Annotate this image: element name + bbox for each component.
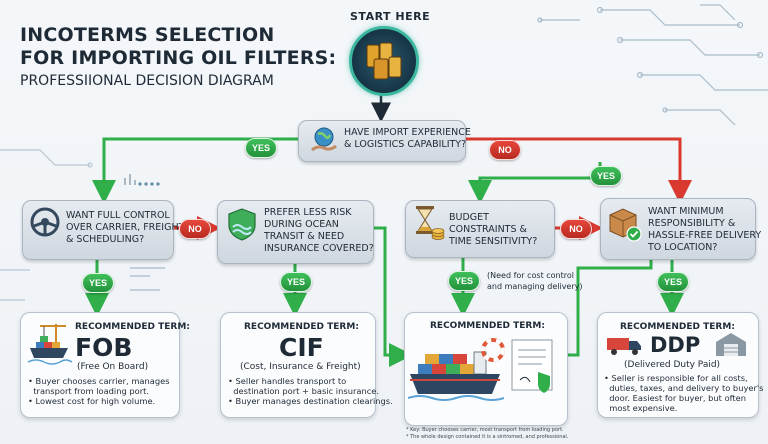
container-ship-crane-icon: [26, 320, 72, 368]
fob-term: FOB: [75, 333, 132, 362]
budget-note-line-2: and managing delivery): [487, 282, 583, 292]
cif-recommended-label: RECOMMENDED TERM:: [244, 322, 359, 332]
ddp-bullet-2: duties, taxes, and delivery to buyer's: [604, 383, 763, 393]
ddp-yes-pill: YES: [657, 272, 689, 292]
cif-bullet-2: destination port + basic insurance.: [228, 386, 379, 396]
ddp-term: DDP: [650, 333, 700, 357]
oil-filters-icon: [352, 29, 416, 93]
fob-bullet-2: transport from loading port.: [28, 386, 149, 396]
ddp-bullet-1: • Seller is responsible for all costs,: [604, 373, 748, 383]
delivery-truck-icon: [605, 334, 645, 356]
mini-chart-decoration: [125, 174, 135, 185]
budget-question-line-2: CONSTRAINTS &: [449, 224, 527, 236]
hourglass-coins-icon: [410, 204, 446, 244]
budget-no-pill: NO: [560, 219, 592, 239]
cif-question-line-1: PREFER LESS RISK: [264, 207, 351, 219]
key-note-1: * Key: Buyer chooses carrier, most trans…: [406, 427, 564, 433]
ddp-question-line-1: WANT MINIMUM: [648, 206, 724, 218]
dash-decoration: [130, 268, 165, 290]
cif-term-full: (Cost, Insurance & Freight): [240, 362, 361, 372]
fob-question-line-3: & SCHEDULING?: [66, 234, 144, 246]
center-recommended-label: RECOMMENDED TERM:: [430, 321, 545, 331]
title-line-3: PROFESSIIONAL DECISION DIAGRAM: [20, 73, 274, 89]
circuit-decoration-top-right: [538, 5, 768, 125]
globe-hand-icon: [308, 124, 340, 156]
fob-recommended-label: RECOMMENDED TERM:: [75, 322, 190, 332]
right-yes-pill: YES: [590, 166, 622, 186]
budget-yes-pill: YES: [448, 271, 480, 291]
cif-question-line-4: INSURANCE COVERED?: [264, 243, 374, 255]
ddp-question-line-2: RESPONSIBILITY &: [648, 218, 735, 230]
key-note-2: * The whole design contained it is a sin…: [406, 434, 568, 440]
fob-term-full: (Free On Board): [77, 362, 148, 372]
budget-question-line-3: TIME SENSITIVITY?: [449, 236, 537, 248]
start-node[interactable]: [349, 26, 419, 96]
ddp-question-line-4: TO LOCATION?: [648, 242, 717, 254]
fob-bullet-3: • Lowest cost for high volume.: [28, 396, 155, 406]
cif-bullet-3: • Buyer manages destination clearings.: [228, 396, 393, 406]
title-line-1: INCOTERMS SELECTION: [20, 24, 274, 46]
root-yes-pill: YES: [245, 138, 277, 158]
budget-question-line-1: BUDGET: [449, 212, 489, 224]
box-check-icon: [606, 205, 642, 243]
fob-question-line-1: WANT FULL CONTROL: [66, 210, 170, 222]
root-no-pill: NO: [489, 140, 521, 160]
title-line-2: FOR IMPORTING OIL FILTERS:: [20, 47, 336, 69]
cargo-ship-documents-icon: [408, 336, 564, 422]
ddp-bullet-3: door. Easiest for buyer, but often: [604, 393, 746, 403]
ddp-bullet-4: most expensive.: [604, 403, 677, 413]
warehouse-icon: [714, 330, 748, 358]
cif-question-line-3: TRANSIT & NEED: [264, 231, 344, 243]
fob-no-pill: NO: [179, 219, 211, 239]
root-question-line-1: HAVE IMPORT EXPERIENCE: [344, 127, 471, 139]
budget-note-line-1: (Need for cost control: [487, 271, 574, 281]
cif-bullet-1: • Seller handles transport to: [228, 376, 346, 386]
fob-bullet-1: • Buyer chooses carrier, manages: [28, 376, 170, 386]
start-here-label: START HERE: [350, 10, 430, 23]
cif-question-line-2: DURING OCEAN: [264, 219, 339, 231]
cif-term: CIF: [279, 333, 324, 362]
cif-yes-pill: YES: [280, 272, 312, 292]
fob-question-line-2: OVER CARRIER, FREIGHT,: [66, 222, 187, 234]
ddp-term-full: (Delivered Duty Paid): [624, 360, 720, 370]
dots-decoration: [138, 182, 159, 185]
fob-yes-pill: YES: [82, 273, 114, 293]
root-question-line-2: & LOGISTICS CAPABILITY?: [344, 139, 466, 151]
shield-waves-icon: [224, 206, 260, 242]
ddp-question-line-3: HASSLE-FREE DELIVERY: [648, 230, 761, 242]
steering-wheel-icon: [28, 205, 62, 239]
